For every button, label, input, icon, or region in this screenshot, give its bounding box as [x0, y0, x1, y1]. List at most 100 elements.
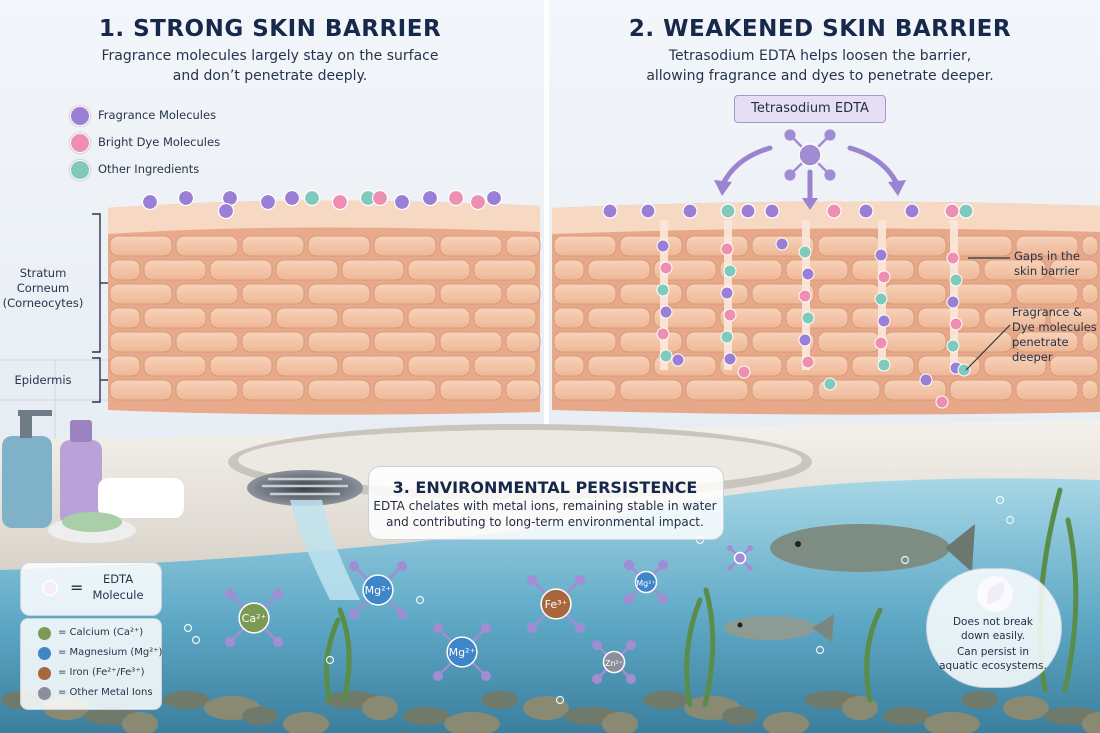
corneocyte-cell — [818, 284, 880, 304]
legend-ion-label: = Calcium (Ca²⁺) — [58, 627, 143, 638]
corneocyte-cell — [506, 332, 540, 352]
surface-molecule — [859, 204, 873, 218]
corneocyte-cell — [110, 332, 172, 352]
note-line-4: aquatic ecosystems. — [926, 660, 1060, 672]
corneocyte-cell — [308, 332, 370, 352]
note-line-2: down easily. — [926, 630, 1060, 642]
corneocyte-cell — [374, 236, 436, 256]
corneocyte-cell — [1082, 332, 1098, 352]
corneocyte-cell — [950, 236, 1012, 256]
stratum-label-1: Stratum — [0, 266, 86, 280]
penetrating-molecule — [802, 356, 814, 368]
corneocyte-cell — [950, 380, 1012, 400]
legend-edta-eq: = — [70, 578, 83, 597]
surface-molecule — [641, 204, 655, 218]
corneocyte-cell — [686, 236, 748, 256]
metal-ion-label: Mg²⁺ — [365, 584, 392, 597]
penetrating-molecule — [947, 296, 959, 308]
legend-edta-label-1: EDTA — [88, 572, 148, 586]
corneocyte-cell — [950, 332, 1012, 352]
penetrating-molecule — [660, 306, 672, 318]
corneocyte-cell — [786, 260, 848, 280]
corneocyte-cell — [554, 380, 616, 400]
deep-molecule — [958, 364, 970, 376]
surface-molecule — [487, 191, 502, 206]
gaps-label-1: Gaps in the — [1014, 249, 1080, 263]
penetrating-molecule — [875, 249, 887, 261]
penetrating-molecule — [947, 252, 959, 264]
corneocyte-cell — [110, 380, 172, 400]
legend-ion-label: = Magnesium (Mg²⁺) — [58, 647, 162, 658]
corneocyte-cell — [210, 260, 272, 280]
corneocyte-cell — [242, 236, 304, 256]
corneocyte-cell — [144, 260, 206, 280]
surface-molecule — [179, 191, 194, 206]
legend-ion-swatch — [38, 647, 51, 660]
corneocyte-cell — [276, 260, 338, 280]
corneocyte-cell — [786, 308, 848, 328]
penetrating-molecule — [875, 337, 887, 349]
metal-ion-label: Fe³⁺ — [545, 598, 568, 611]
surface-molecule — [285, 191, 300, 206]
corneocyte-cell — [554, 260, 584, 280]
stratum-label-2: Corneum — [0, 281, 86, 295]
corneocyte-cell — [110, 236, 172, 256]
surface-molecule — [741, 204, 755, 218]
corneocyte-cell — [474, 260, 536, 280]
corneocyte-cell — [1082, 380, 1098, 400]
legend-ion-label: = Other Metal Ions — [58, 687, 153, 698]
surface-molecule — [945, 204, 959, 218]
corneocyte-cell — [242, 332, 304, 352]
surface-molecule — [395, 195, 410, 210]
surface-molecule — [905, 204, 919, 218]
surface-molecule — [827, 204, 841, 218]
corneocyte-cell — [440, 236, 502, 256]
penetrate-label-4: deeper — [1012, 350, 1053, 364]
penetrating-molecule — [947, 340, 959, 352]
penetrating-molecule — [950, 274, 962, 286]
corneocyte-cell — [1082, 236, 1098, 256]
corneocyte-cell — [440, 380, 502, 400]
edta-label-box: Tetrasodium EDTA — [734, 95, 886, 123]
corneocyte-cell — [686, 380, 748, 400]
corneocyte-cell — [786, 356, 848, 376]
surface-molecule — [219, 204, 234, 219]
penetrating-molecule — [721, 287, 733, 299]
panel1-subtitle-1: Fragrance molecules largely stay on the … — [60, 46, 480, 66]
panel3-title: 3. ENVIRONMENTAL PERSISTENCE — [368, 478, 722, 497]
deep-molecule — [776, 238, 788, 250]
penetrating-molecule — [802, 312, 814, 324]
deep-molecule — [738, 366, 750, 378]
corneocyte-cell — [1050, 356, 1098, 376]
legend-ion-swatch — [38, 687, 51, 700]
corneocyte-cell — [374, 380, 436, 400]
corneocyte-cell — [110, 284, 172, 304]
penetrating-molecule — [799, 246, 811, 258]
legend-label: Fragrance Molecules — [98, 108, 216, 122]
penetrating-molecule — [802, 268, 814, 280]
penetrating-molecule — [660, 262, 672, 274]
note-line-3: Can persist in — [926, 646, 1060, 658]
skin-slab-strong — [108, 200, 540, 414]
corneocyte-cell — [440, 332, 502, 352]
corneocyte-cell — [474, 308, 536, 328]
corneocyte-cell — [176, 284, 238, 304]
surface-molecule — [143, 195, 158, 210]
metal-ion-label: Mg²⁺ — [636, 579, 655, 588]
corneocyte-cell — [374, 284, 436, 304]
corneocyte-cell — [752, 380, 814, 400]
gaps-label-2: skin barrier — [1014, 264, 1079, 278]
corneocyte-cell — [276, 308, 338, 328]
deep-molecule — [824, 378, 836, 390]
surface-molecule — [423, 191, 438, 206]
corneocyte-cell — [686, 332, 748, 352]
surface-molecule — [373, 191, 388, 206]
corneocyte-cell — [554, 236, 616, 256]
corneocyte-cell — [110, 260, 140, 280]
corneocyte-cell — [620, 284, 682, 304]
corneocyte-cell — [918, 308, 980, 328]
penetrating-molecule — [657, 328, 669, 340]
surface-molecule — [959, 204, 973, 218]
corneocyte-cell — [620, 332, 682, 352]
corneocyte-cell — [588, 260, 650, 280]
